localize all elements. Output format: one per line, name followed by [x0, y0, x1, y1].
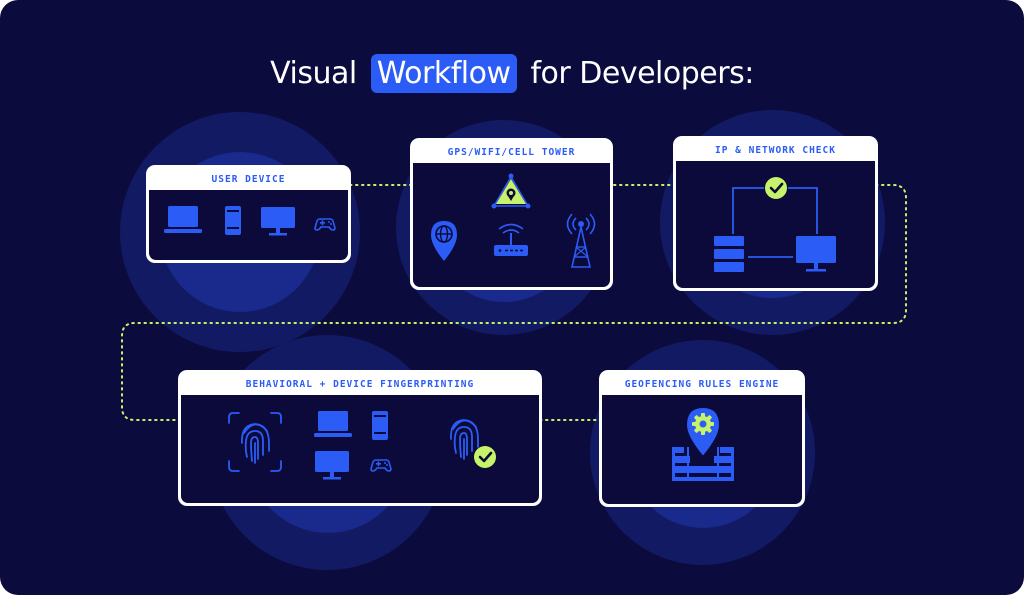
connection-lines — [732, 187, 818, 258]
laptop-icon — [164, 206, 202, 233]
fingerprint-scan-icon — [228, 412, 282, 472]
node-icons — [672, 405, 734, 481]
node-body — [602, 395, 802, 504]
phone-icon — [225, 206, 241, 235]
laptop-icon — [314, 411, 352, 437]
node-icons — [164, 206, 336, 236]
globe-pin-icon — [431, 221, 457, 261]
geofence-gear-pin-icon — [672, 405, 734, 481]
node-label: BEHAVIORAL + DEVICE FINGERPRINTING — [245, 379, 475, 390]
node-label: GPS/WIFI/CELL TOWER — [447, 147, 576, 158]
check-circle-icon — [765, 177, 787, 199]
node-gps-wifi-cell: GPS/WIFI/CELL TOWER — [410, 138, 613, 290]
gamepad-icon — [314, 218, 336, 231]
node-ip-network-check: IP & NETWORK CHECK — [673, 136, 878, 291]
fingerprint-verified-icon — [450, 419, 496, 468]
phone-icon — [372, 411, 388, 440]
node-geofencing-rules-engine: GEOFENCING RULES ENGINE — [599, 370, 805, 507]
node-icons — [714, 177, 836, 272]
monitor-icon — [796, 236, 836, 272]
title-text-after: for Developers: — [530, 55, 755, 91]
node-icons — [228, 411, 496, 480]
node-label: GEOFENCING RULES ENGINE — [624, 379, 780, 390]
title-text-before: Visual — [270, 55, 357, 91]
title-highlight: Workflow — [370, 53, 517, 93]
gamepad-icon — [370, 459, 392, 472]
monitor-icon — [315, 451, 349, 480]
node-body — [181, 395, 539, 503]
cell-tower-icon — [566, 213, 596, 268]
node-body — [676, 161, 875, 288]
node-behavioral-fingerprinting: BEHAVIORAL + DEVICE FINGERPRINTING — [178, 370, 542, 506]
monitor-icon — [261, 207, 295, 236]
node-body — [149, 190, 348, 260]
node-label: USER DEVICE — [211, 174, 286, 185]
node-icons — [431, 173, 596, 268]
page-title: Visual Workflow for Developers: — [0, 50, 1024, 96]
node-body — [413, 163, 610, 287]
server-stack-icon — [714, 236, 744, 272]
router-icon — [494, 223, 528, 256]
node-label: IP & NETWORK CHECK — [715, 145, 836, 156]
node-user-device: USER DEVICE — [146, 165, 351, 263]
gps-triangle-icon — [491, 173, 531, 209]
